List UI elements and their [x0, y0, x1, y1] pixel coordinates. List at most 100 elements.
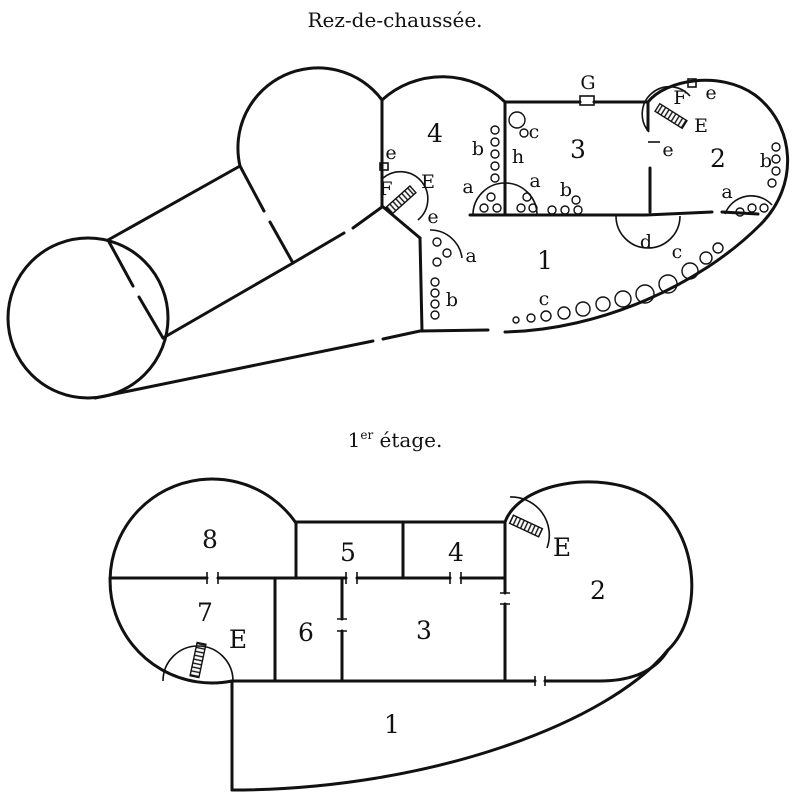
room-number: 4	[448, 538, 464, 567]
room-number: 2	[710, 144, 726, 173]
south-inner-wall	[230, 648, 670, 683]
room-1-west-wall	[418, 236, 424, 333]
column-circle	[635, 284, 655, 304]
cross-wall-east	[238, 164, 295, 265]
ground-floor-plan	[6, 66, 790, 400]
outer-wall-south	[93, 328, 490, 400]
column-circle	[681, 262, 699, 280]
marker-label: e	[705, 82, 716, 104]
column-circle	[479, 203, 489, 213]
column-circle	[490, 137, 500, 147]
marker-label: E	[229, 625, 247, 654]
room-number: 8	[202, 525, 218, 554]
marker-label: b	[472, 138, 484, 160]
column-circle	[430, 277, 440, 287]
marker-label: G	[580, 72, 595, 94]
door-jambs-south	[534, 676, 546, 686]
column-circle	[508, 111, 526, 129]
outer-wall-east	[503, 78, 790, 334]
column-circle	[430, 288, 440, 298]
marker-label: e	[427, 206, 438, 228]
ground-floor-labels: 4 b c h 3 G F e E e 2 b a e F E e a a b …	[379, 72, 772, 311]
room-3-east-wall	[646, 100, 652, 214]
first-floor-title-superscript: er	[360, 428, 373, 442]
column-circle	[522, 192, 532, 202]
outer-sweep-wall	[230, 648, 670, 792]
columns-group	[430, 111, 781, 324]
stair-arc-east	[641, 85, 691, 133]
column-circle	[430, 310, 440, 320]
room-number: 6	[298, 618, 314, 647]
room-number: 2	[590, 576, 606, 605]
door-jambs-vertical	[337, 592, 510, 632]
column-circle	[771, 154, 781, 164]
door-jambs	[206, 572, 462, 584]
alcove-a-room-2	[724, 195, 773, 215]
rooms-4-5-partitions	[294, 520, 507, 580]
column-circle	[540, 310, 552, 322]
column-circle	[490, 161, 500, 171]
column-circle	[516, 203, 526, 213]
column-circle	[699, 251, 713, 265]
alcove-a-room-4	[472, 182, 538, 216]
alcove-a-room-1	[429, 229, 463, 259]
stair-arc-west	[162, 645, 234, 682]
column-circle	[512, 316, 520, 324]
column-circle	[490, 125, 500, 135]
round-tower-wall-west	[236, 66, 384, 168]
marker-label: c	[539, 288, 550, 310]
column-circle	[430, 299, 440, 309]
column-circle	[442, 248, 452, 258]
marker-label: e	[662, 139, 673, 161]
stair-arc-east	[509, 496, 551, 549]
small-chamber-e	[379, 162, 389, 171]
marker-label: F	[379, 178, 392, 200]
column-circle	[614, 290, 632, 308]
stair-landing-wall	[380, 204, 422, 240]
staircase-east	[508, 514, 544, 538]
first-floor-title-number: 1	[348, 428, 361, 452]
west-lobe-wall	[108, 477, 298, 685]
marker-label: h	[512, 146, 524, 168]
room-number: 3	[570, 135, 586, 164]
column-circle	[767, 178, 777, 188]
door-g	[579, 95, 595, 106]
first-floor-title-rest: étage.	[373, 428, 442, 452]
column-circle	[747, 203, 757, 213]
column-circle	[771, 166, 781, 176]
column-circle	[560, 205, 570, 215]
marker-label: d	[640, 231, 652, 253]
column-circle	[526, 313, 536, 323]
column-circle	[432, 237, 442, 247]
column-circle	[771, 142, 781, 152]
marker-label: a	[721, 181, 732, 203]
column-circle	[547, 205, 557, 215]
column-circle	[492, 203, 502, 213]
small-chamber-e-east	[687, 78, 697, 88]
east-lobe-wall	[503, 480, 694, 652]
marker-label: a	[462, 176, 473, 198]
marker-label: E	[421, 171, 435, 193]
stair-arc-west	[382, 170, 429, 221]
marker-label: c	[529, 121, 540, 143]
column-circle	[490, 149, 500, 159]
marker-label: a	[465, 245, 476, 267]
marker-label: b	[560, 179, 572, 201]
staircase-east	[654, 102, 688, 130]
column-circle	[557, 306, 571, 320]
room-number: 1	[384, 710, 400, 739]
column-circle	[658, 274, 678, 294]
marker-label: b	[760, 150, 772, 172]
column-circle	[432, 257, 442, 267]
room-2-south-wall	[644, 210, 760, 217]
room-number: 4	[427, 119, 443, 148]
column-circle	[571, 195, 581, 205]
staircase-west	[385, 184, 417, 216]
column-circle	[490, 173, 500, 183]
room-number: 7	[197, 598, 213, 627]
corridor-lower-wall	[161, 205, 384, 340]
round-tower-wall-far-west	[6, 236, 170, 400]
marker-label: b	[446, 289, 458, 311]
column-circle	[759, 203, 769, 213]
